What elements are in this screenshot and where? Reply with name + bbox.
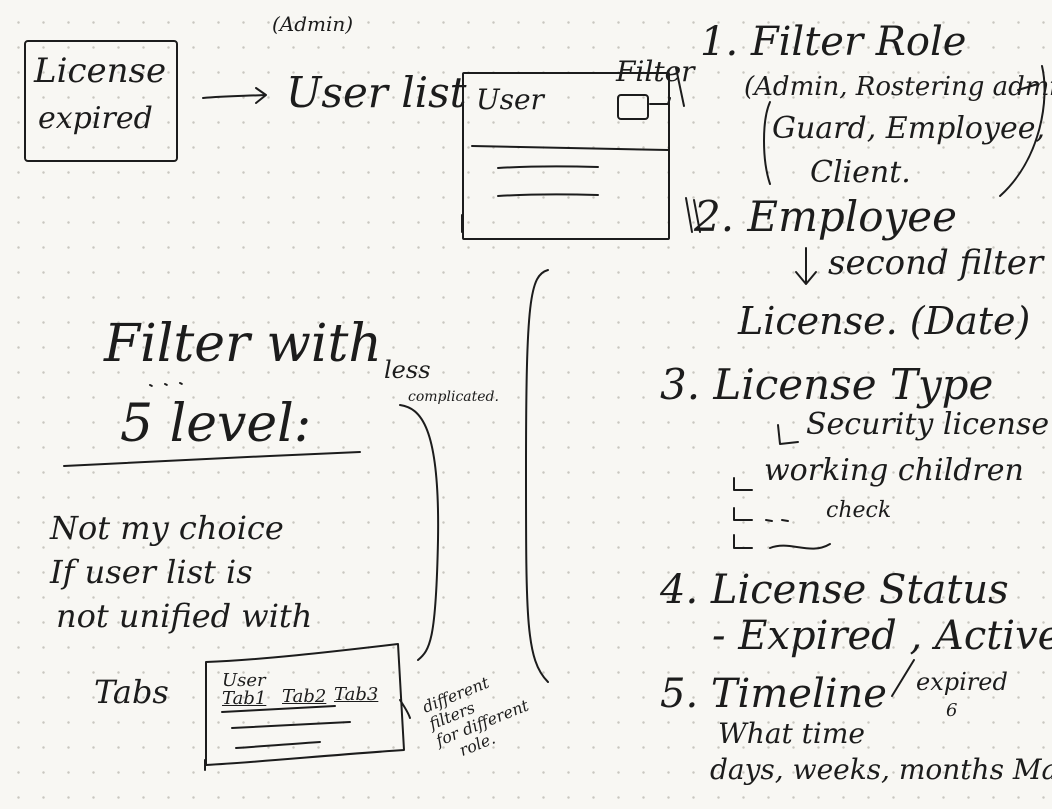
step5-title: 5. Timeline	[660, 671, 887, 717]
wireframe-user-title: User	[476, 83, 544, 116]
license-expired-line2: expired	[38, 101, 153, 136]
step3-item1: Security license	[806, 407, 1050, 442]
tab-3: Tab3	[334, 684, 379, 705]
tabs-wireframe-user: User	[222, 670, 266, 691]
step5-expired-note: expired	[916, 668, 1008, 696]
step2-title: 2. Employee	[694, 192, 957, 241]
user-list-label: User list	[286, 68, 467, 117]
step3-title: 3. License Type	[660, 360, 994, 409]
step1-options-line1: (Admin, Rostering admin	[744, 72, 1052, 102]
license-expired-line1: License	[34, 51, 167, 91]
user-list-wireframe: User	[462, 72, 670, 240]
step2-sub1: second filter	[828, 243, 1044, 283]
step3-item2: working children	[764, 453, 1024, 488]
not-my-choice-line2: If user list is	[50, 553, 253, 591]
filter-heading-line1: Filter with	[104, 314, 382, 374]
filter-heading-line2: 5 level:	[120, 394, 312, 454]
heading-underline	[63, 451, 361, 467]
flow-arrow-head	[255, 87, 267, 104]
flow-arrow	[202, 94, 266, 99]
step4-title: 4. License Status	[660, 567, 1009, 613]
step3-item2b: check	[826, 498, 892, 523]
not-my-choice-line3: not unified with	[56, 597, 313, 635]
step5-line2: days, weeks, months Max	[710, 753, 1052, 786]
step4-values: - Expired , Active	[712, 613, 1052, 659]
tab-1: Tab1	[222, 688, 267, 709]
step1-title: 1. Filter Role	[700, 19, 967, 65]
step2-sub2: License. (Date)	[738, 299, 1031, 343]
step1-options-line2: Guard, Employee,	[772, 111, 1045, 146]
side-note-less: less	[384, 356, 431, 384]
step1-options-line3: Client.	[810, 155, 911, 190]
tabs-label: Tabs	[94, 673, 169, 711]
tab-2: Tab2	[282, 686, 327, 707]
different-filters-note: different filters for different role.	[420, 663, 538, 767]
not-my-choice-line1: Not my choice	[50, 509, 284, 547]
side-note-complicated: complicated.	[408, 389, 499, 405]
wireframe-filter-label: Filter	[616, 55, 695, 88]
admin-note: (Admin)	[272, 12, 354, 36]
step5-six-note: 6	[946, 700, 958, 721]
step5-line1: What time	[718, 717, 865, 750]
license-expired-box: License expired	[24, 40, 178, 162]
